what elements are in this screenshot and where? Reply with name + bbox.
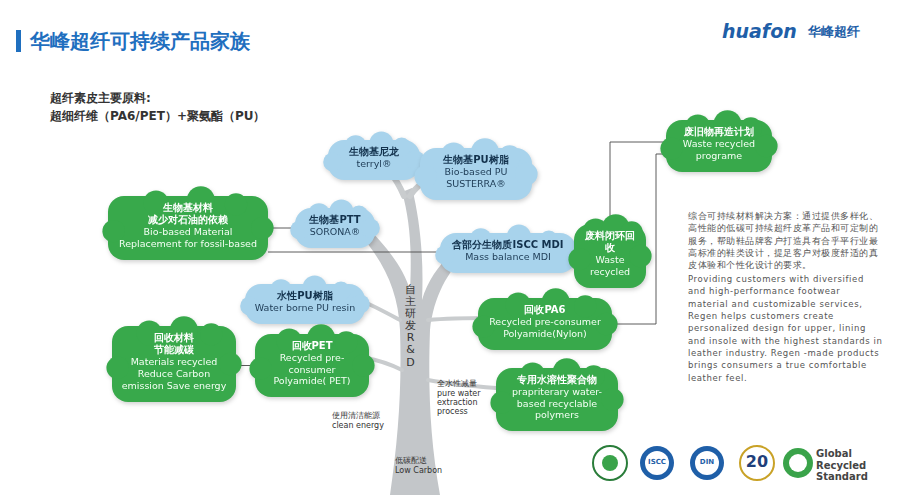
cloud-heading: 回收PET — [263, 340, 361, 352]
cloud-body: Materials recycled Reduce Carbon emissio… — [120, 356, 228, 391]
badge-text: ISCC — [645, 458, 669, 466]
cloud-heading: 节能减碳 — [120, 344, 228, 356]
cloud-heading: 减少对石油的依赖 — [116, 214, 260, 226]
badge — [640, 446, 674, 480]
subtitle: 超纤素皮主要原料: — [50, 90, 151, 107]
cloud-body: Waste recycled programe — [674, 138, 764, 161]
cloud-bump — [331, 282, 350, 301]
badge-number: 20 — [743, 452, 771, 471]
cloud-bump — [601, 388, 623, 410]
cloud-bump — [574, 295, 596, 317]
cloud-heading: 生物基PU树脂 — [428, 154, 524, 166]
cloud-heading: 生物基PTT — [303, 214, 367, 226]
badge — [695, 451, 719, 475]
slide-title: 华峰超纤可持续产品家族 — [30, 28, 250, 55]
badge — [602, 455, 618, 471]
cloud-body: Waste recycled — [582, 254, 638, 277]
cloud-body: Water borne PU resin — [253, 302, 357, 314]
subtitle: 超细纤维（PA6/PET）+聚氨酯（PU） — [50, 108, 265, 125]
cloud-bump — [219, 353, 241, 375]
cloud-heading: 废旧物再造计划 — [674, 126, 764, 138]
green-cloud: 废旧物再造计划Waste recycled programe — [666, 120, 772, 172]
cloud-bump — [225, 193, 247, 215]
cloud-bump — [335, 331, 357, 353]
cloud-heading: 废料闭环回收 — [582, 230, 638, 254]
cloud-body: Bio-based Material Replacement for fossi… — [116, 226, 260, 249]
cloud-heading: 生物基尼龙 — [336, 146, 412, 158]
green-cloud: 专用水溶性聚合物prapriterary water-based recycla… — [496, 368, 618, 431]
process-note: 低碳配送 — [395, 455, 455, 466]
cloud-body-shape — [440, 233, 576, 273]
cloud-heading: 生物基材料 — [116, 202, 260, 214]
cloud-bump — [361, 218, 380, 237]
logo-name: 华峰超纤 — [808, 23, 860, 41]
cloud-heading: 回收PA6 — [486, 304, 604, 316]
connector-line — [268, 252, 440, 253]
badge-text: DIN — [695, 458, 719, 466]
cloud-heading: 含部分生物质ISCC MDI — [448, 239, 568, 251]
cloud-bump — [352, 354, 374, 376]
blue-cloud: 生物基PTTSORONA® — [295, 208, 375, 248]
blue-cloud: 生物基PU树脂Bio-based PU SUSTERRA® — [420, 148, 532, 200]
cloud-bump — [755, 135, 777, 157]
cloud-body: SORONA® — [303, 226, 367, 238]
process-note: Low Carbon — [395, 466, 455, 475]
cloud-bump — [490, 391, 512, 413]
cloud-body: prapriterary water-based recyclable poly… — [504, 386, 610, 421]
cloud-bump — [200, 323, 222, 345]
green-cloud: 回收材料节能减碳Materials recycled Reduce Carbon… — [112, 326, 236, 402]
cloud-bump — [106, 357, 128, 379]
badge — [690, 446, 724, 480]
cloud-body: Bio-based PU SUSTERRA® — [428, 166, 524, 189]
cloud-bump — [290, 220, 309, 239]
cloud-bump — [629, 245, 651, 267]
cloud-heading: 回收材料 — [120, 332, 228, 344]
cloud-bump — [435, 245, 454, 264]
cloud-bump — [251, 217, 273, 239]
cloud-body: Recycled pre-consumer Polyamide( PET) — [263, 352, 361, 387]
cloud-heading: 专用水溶性聚合物 — [504, 374, 610, 386]
title-bar — [16, 30, 21, 52]
process-note: 全水性减量 — [437, 378, 497, 389]
green-cloud: 废料闭环回收Waste recycled — [574, 224, 646, 288]
cert-badges — [593, 446, 813, 480]
badge-text: Global Recycled Standard — [816, 448, 886, 483]
cloud-heading: 水性PU树脂 — [253, 290, 357, 302]
green-cloud: 回收PETRecycled pre-consumer Polyamide( PE… — [255, 334, 369, 397]
badge — [645, 451, 669, 475]
cloud-body: terryl® — [336, 158, 412, 170]
description-text: 综合可持续材料解决方案：通过提供多样化、高性能的低碳可持续超纤皮革产品和可定制的… — [688, 210, 884, 272]
process-note: clean energy — [332, 421, 402, 430]
vertical-label: 自主研发R&D — [405, 284, 416, 369]
badge — [740, 446, 774, 480]
badge — [789, 454, 807, 472]
blue-cloud: 生物基尼龙terryl® — [328, 140, 420, 180]
cloud-bump — [660, 137, 682, 159]
cloud-bump — [414, 165, 436, 187]
badge — [593, 446, 627, 480]
description-text: Providing customers with diversified and… — [688, 273, 884, 384]
cloud-bump — [568, 248, 590, 270]
cloud-body: Mass balance MDI — [448, 251, 568, 263]
process-note: 使用清洁能源 — [332, 410, 402, 421]
blue-cloud: 含部分生物质ISCC MDIMass balance MDI — [440, 233, 576, 273]
green-cloud: 回收PA6Recycled pre-consumer Polyamide(Nyl… — [478, 298, 612, 350]
blue-cloud: 水性PU树脂Water borne PU resin — [245, 284, 365, 324]
logo-word: huafon — [722, 20, 797, 42]
cloud-bump — [249, 357, 271, 379]
cloud-body: Recycled pre-consumer Polyamide(Nylon) — [486, 316, 604, 339]
green-cloud: 生物基材料减少对石油的依赖Bio-based Material Replacem… — [108, 196, 268, 260]
cloud-bump — [515, 163, 537, 185]
badge — [783, 448, 813, 478]
cloud-bump — [323, 152, 342, 171]
